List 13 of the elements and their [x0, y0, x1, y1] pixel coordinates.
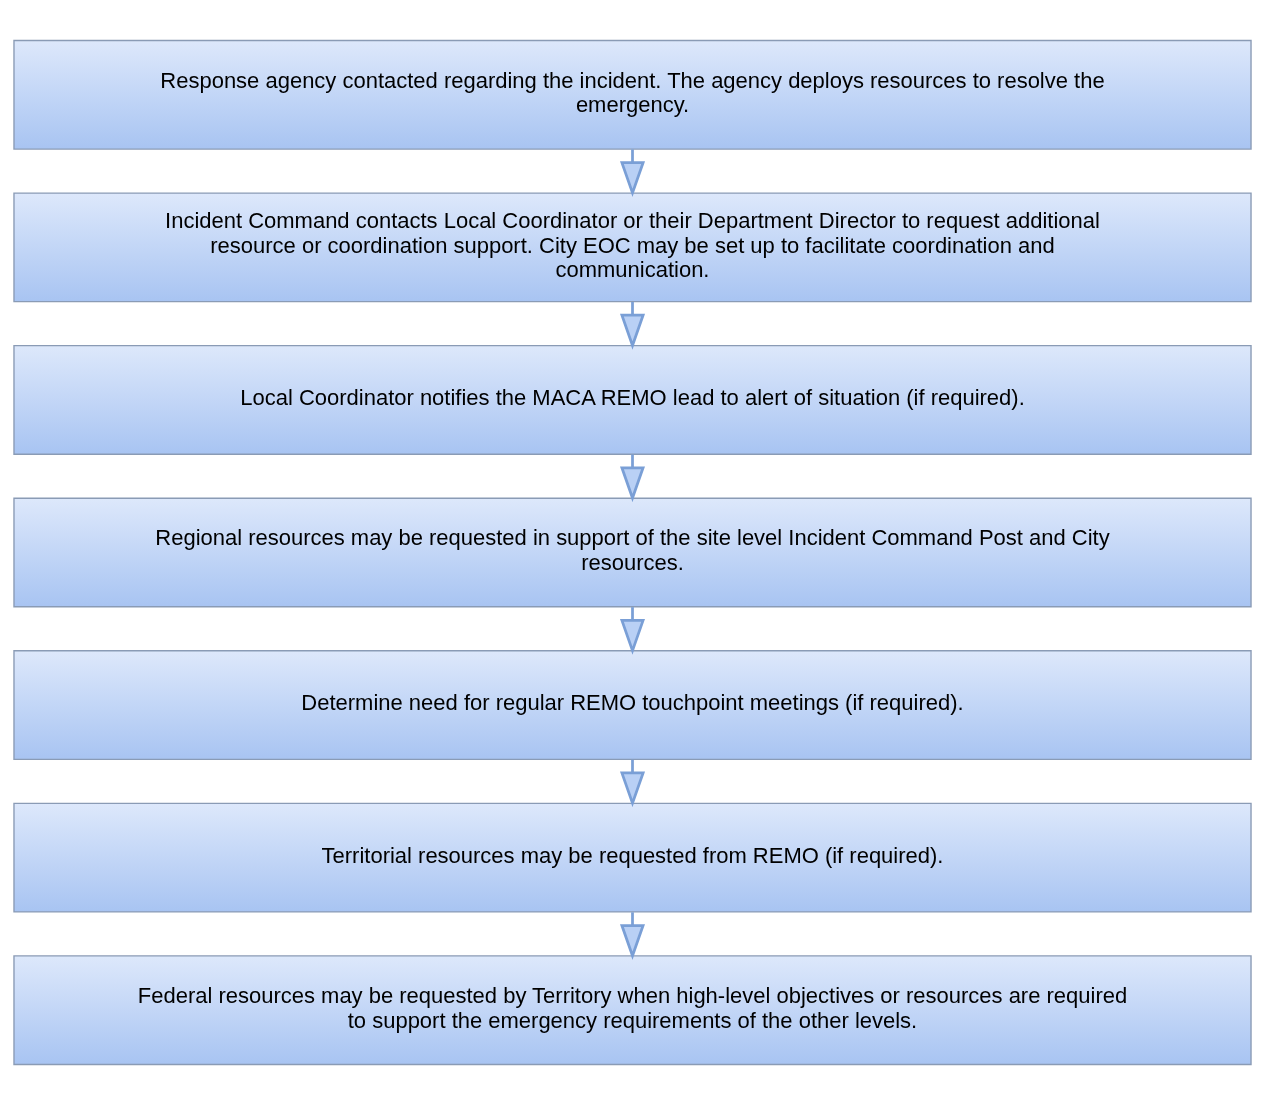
node-box: Regional resources may be requested in support of the site level Incident Command Post and City resources.: [13, 497, 1252, 607]
node-box: Determine need for regular REMO touchpoint meetings (if required).: [13, 649, 1252, 760]
node-box: Federal resources may be requested by Territory when high-level objectives or resources are required to support the emergency requirements of the other levels.: [13, 954, 1252, 1065]
arrow: [620, 454, 645, 502]
arrow: [620, 148, 645, 197]
arrow: [620, 911, 645, 960]
node-box: Incident Command contacts Local Coordinator or their Department Director to request additional resource or coordination support. City EOC may be set up to facilitate coordination and communication.: [13, 191, 1252, 302]
node-box: Local Coordinator notifies the MACA REMO lead to alert of situation (if required).: [13, 344, 1252, 455]
arrow: [620, 606, 645, 655]
node-box: Territorial resources may be requested from REMO (if required).: [13, 802, 1252, 913]
arrow: [620, 759, 645, 807]
node-box: Response agency contacted regarding the incident. The agency deploys resources to resolve the emergency.: [13, 39, 1252, 150]
arrow: [620, 301, 645, 350]
